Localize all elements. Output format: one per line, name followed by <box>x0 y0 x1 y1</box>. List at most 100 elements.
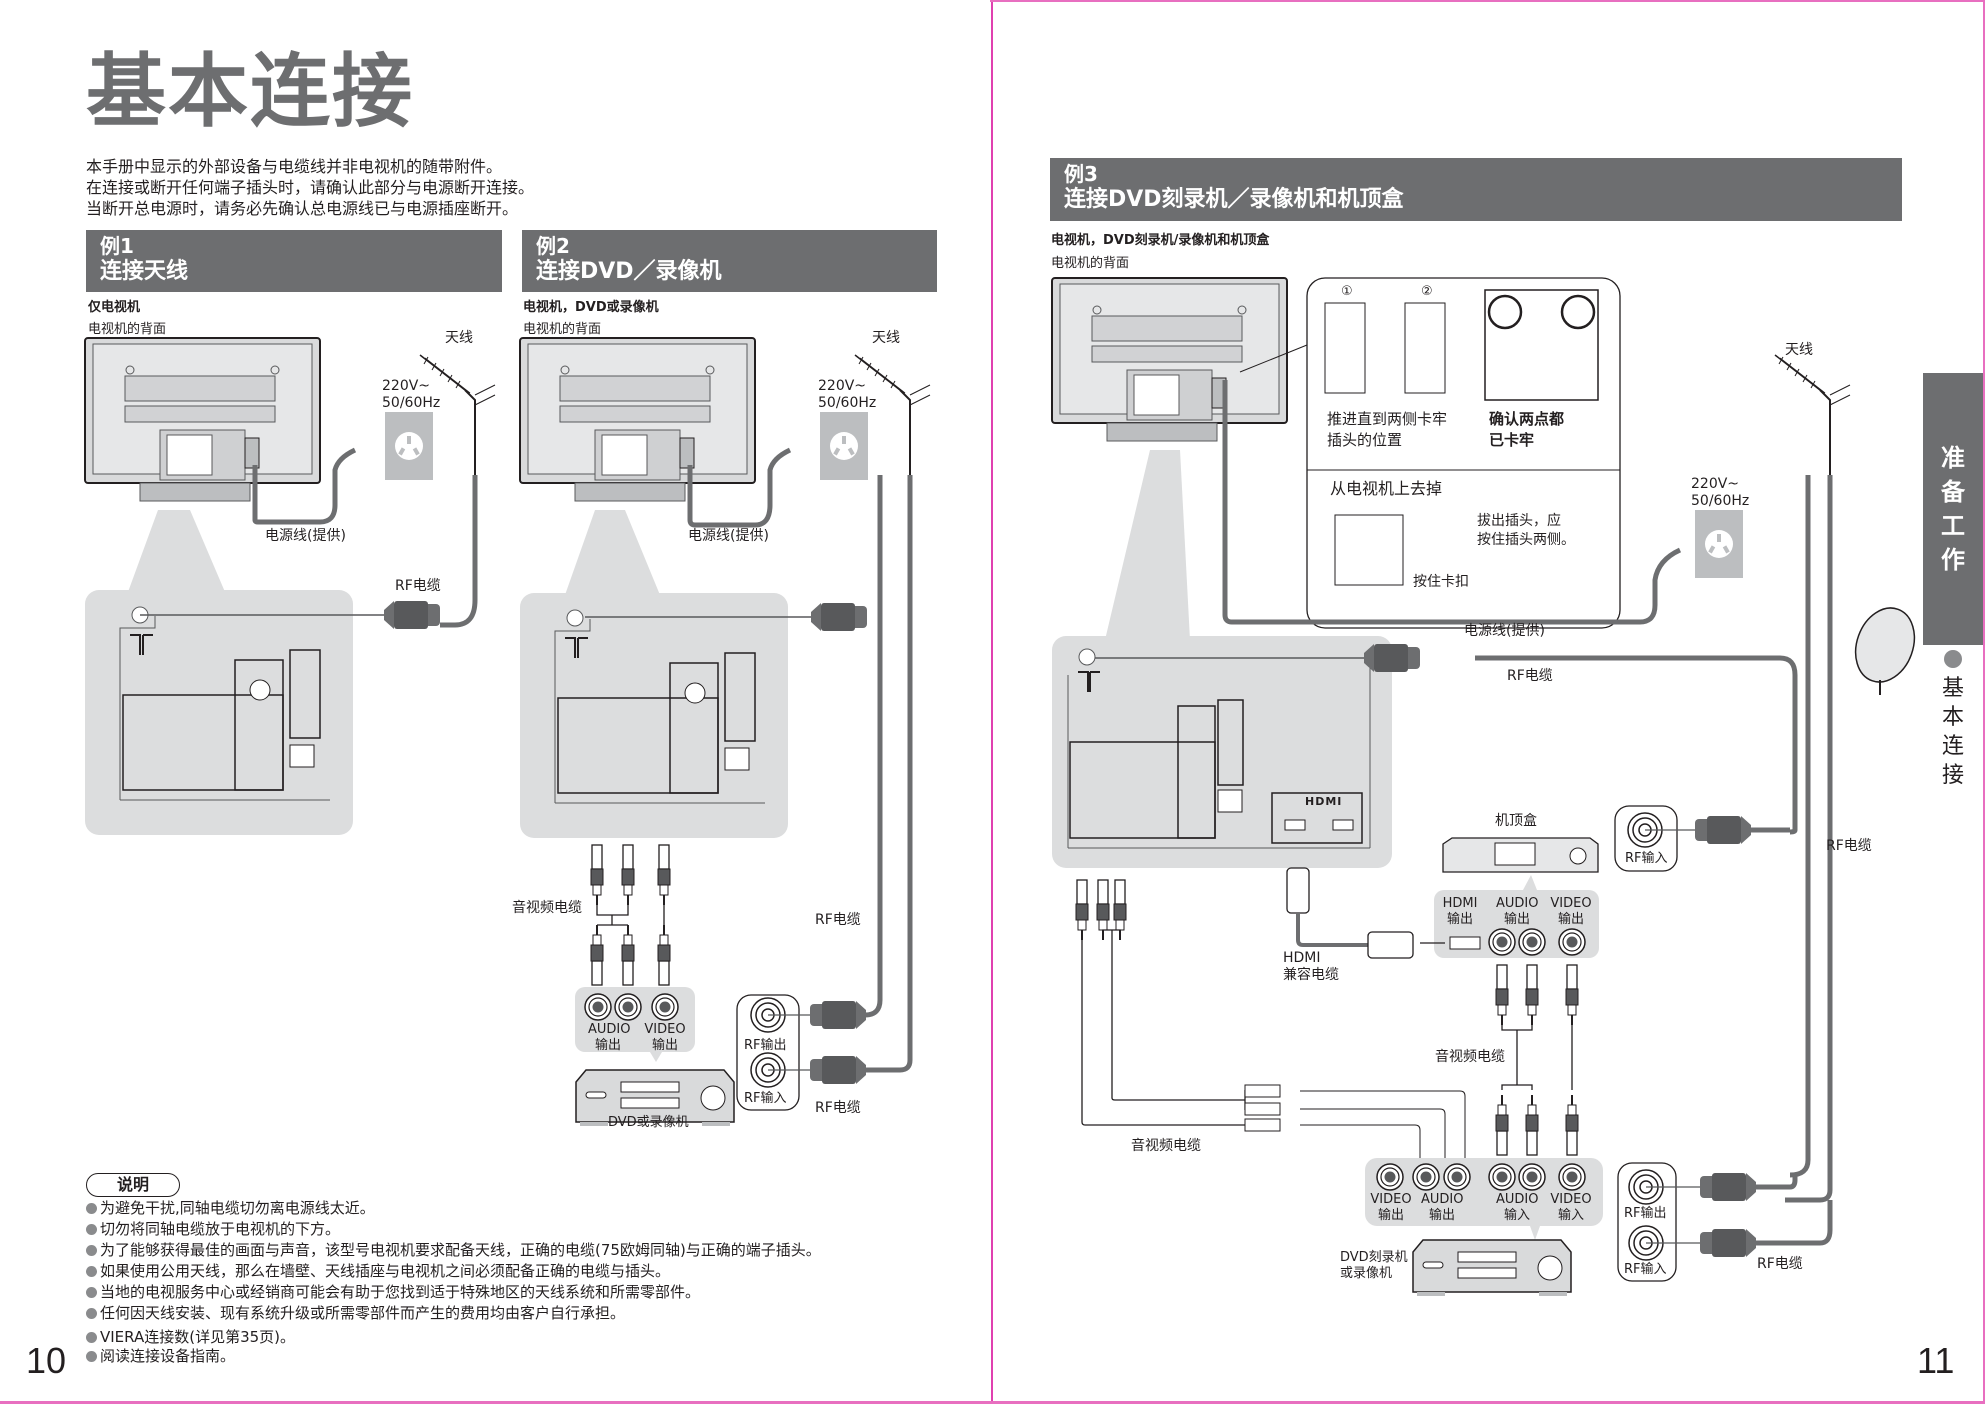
example3-subtitle: 电视机，DVD刻录机/录像机和机顶盒 <box>1051 233 1270 248</box>
inset-confirm-text: 确认两点都 已卡牢 <box>1489 409 1564 451</box>
output-text: 输出 <box>1428 1208 1455 1223</box>
page-gutter-divider <box>991 0 993 1404</box>
video-text: VIDEO <box>1370 1192 1412 1207</box>
output-text: 输出 <box>1503 912 1530 927</box>
note-item: VIERA连接数(详见第35页)。 <box>86 1328 821 1347</box>
example1-tv-back-label: 电视机的背面 <box>88 322 167 337</box>
note-item: 切勿将同轴电缆放于电视机的下方。 <box>86 1219 821 1240</box>
tab-char: 接 <box>1941 763 1964 788</box>
page-top-border <box>990 0 1985 2</box>
text-line: 或录像机 <box>1340 1266 1393 1281</box>
inset-step1: ① <box>1341 284 1353 299</box>
example2-device-label: DVD或录像机 <box>608 1115 689 1130</box>
example2-av-cable-label: 音视频电缆 <box>512 900 582 916</box>
example2-video-out-label: VIDEO 输出 <box>644 1022 686 1054</box>
tab-char: 工 <box>1941 512 1965 540</box>
example1-subtitle: 仅电视机 <box>88 300 141 315</box>
example3-tv-back-label: 电视机的背面 <box>1051 256 1130 271</box>
example2-power-spec: 220V~ 50/60Hz <box>818 378 876 412</box>
dvd-video-in-label: VIDEO 输入 <box>1550 1192 1592 1224</box>
audio-text: AUDIO <box>1496 896 1539 911</box>
stb-label: 机顶盒 <box>1495 813 1537 829</box>
note-text: 阅读连接设备指南。 <box>100 1347 236 1365</box>
input-text: 输入 <box>1503 1208 1530 1223</box>
audio-text: AUDIO <box>1421 1192 1464 1207</box>
note-text: VIERA连接数(详见第35页)。 <box>100 1328 296 1346</box>
output-text: 输出 <box>1557 912 1584 927</box>
stb-audio-out-label: AUDIO 输出 <box>1496 896 1539 928</box>
tab-char: 备 <box>1941 478 1965 506</box>
notes-heading: 说明 <box>86 1173 180 1197</box>
example1-title: 连接天线 <box>100 259 189 284</box>
frequency: 50/60Hz <box>1691 493 1750 509</box>
inset-step2: ② <box>1421 284 1433 299</box>
example1-power-cord-label: 电源线(提供) <box>265 528 346 544</box>
dvd-video-out-label: VIDEO 输出 <box>1370 1192 1412 1224</box>
example1-number: 例1 <box>100 234 134 258</box>
notes-list: 为避免干扰,同轴电缆切勿离电源线太近。 切勿将同轴电缆放于电视机的下方。 为了能… <box>86 1198 821 1366</box>
example2-rf-in-label: RF输入 <box>744 1091 787 1106</box>
example3-device-label: DVD刻录机 或录像机 <box>1340 1250 1408 1282</box>
example2-rf-out-label: RF输出 <box>744 1038 787 1053</box>
voltage: 220V~ <box>818 378 867 394</box>
tab-char: 作 <box>1941 546 1965 574</box>
bullet-icon <box>86 1351 97 1362</box>
output-text: 输出 <box>594 1038 621 1053</box>
page-number-right: 11 <box>1917 1340 1955 1381</box>
bullet-icon <box>86 1308 97 1319</box>
note-item: 阅读连接设备指南。 <box>86 1347 821 1366</box>
example3-title: 连接DVD刻录机／录像机和机顶盒 <box>1064 187 1404 212</box>
example3-rf-cable-label: RF电缆 <box>1507 668 1553 684</box>
example3-power-cord-label: 电源线(提供) <box>1464 623 1545 639</box>
note-text: 如果使用公用天线，那么在墙壁、天线插座与电视机之间必须配备正确的电缆与插头。 <box>100 1262 671 1280</box>
example3-antenna-label: 天线 <box>1785 342 1813 358</box>
output-text: 输出 <box>651 1038 678 1053</box>
text-line: 确认两点都 <box>1489 410 1565 428</box>
tab-char: 基 <box>1941 676 1964 701</box>
example2-title: 连接DVD／录像机 <box>536 259 722 284</box>
text-line: 插头的位置 <box>1327 431 1403 449</box>
current-section-marker: 基 本 连 接 <box>1923 650 1983 790</box>
dvd-rf-out-label: RF输出 <box>1624 1206 1667 1221</box>
tv-hdmi-panel-label: HDMI <box>1305 795 1343 808</box>
text-line: 按住插头两侧。 <box>1477 532 1575 548</box>
bullet-icon <box>86 1224 97 1235</box>
voltage: 220V~ <box>1691 476 1740 492</box>
intro-line: 本手册中显示的外部设备与电缆线并非电视机的随带附件。 <box>86 157 503 176</box>
tv-back-drawing <box>84 337 321 502</box>
bullet-icon <box>86 1287 97 1298</box>
example3-av-cable-label: 音视频电缆 <box>1435 1049 1505 1065</box>
example2-rf-cable-label: RF电缆 <box>815 1100 861 1116</box>
page-title: 基本连接 <box>86 45 414 138</box>
audio-text: AUDIO <box>588 1022 631 1037</box>
intro-line: 在连接或断开任何端子插头时，请确认此部分与电源断开连接。 <box>86 178 535 197</box>
video-text: VIDEO <box>1550 896 1592 911</box>
frequency: 50/60Hz <box>382 395 441 411</box>
bullet-icon <box>86 1245 97 1256</box>
example2-antenna-label: 天线 <box>872 330 900 346</box>
example1-power-spec: 220V~ 50/60Hz <box>382 378 440 412</box>
note-text: 为避免干扰,同轴电缆切勿离电源线太近。 <box>100 1199 375 1217</box>
tab-char: 连 <box>1941 734 1964 759</box>
note-item: 当地的电视服务中心或经销商可能会有助于您找到适于特殊地区的天线系统和所需零部件。 <box>86 1282 821 1303</box>
inset-remove-text: 拔出插头，应 按住插头两侧。 <box>1477 512 1575 550</box>
output-text: 输出 <box>1377 1208 1404 1223</box>
example2-audio-out-label: AUDIO 输出 <box>588 1022 631 1054</box>
video-text: VIDEO <box>1550 1192 1592 1207</box>
stb-video-out-label: VIDEO 输出 <box>1550 896 1592 928</box>
note-text: 切勿将同轴电缆放于电视机的下方。 <box>100 1220 341 1238</box>
text-line: 推进直到两侧卡牢 <box>1327 410 1448 428</box>
bullet-icon <box>86 1266 97 1277</box>
bullet-icon <box>1944 650 1962 668</box>
intro-line: 当断开总电源时，请务必先确认总电源线已与电源插座断开。 <box>86 199 519 218</box>
inset-push-text: 推进直到两侧卡牢 插头的位置 <box>1327 409 1447 451</box>
example3-number: 例3 <box>1064 162 1098 186</box>
text-line: 拔出插头，应 <box>1477 513 1561 529</box>
note-text: 为了能够获得最佳的画面与声音，该型号电视机要求配备天线，正确的电缆(75欧姆同轴… <box>100 1241 821 1259</box>
example2-subtitle: 电视机，DVD或录像机 <box>523 300 659 315</box>
note-item: 为了能够获得最佳的画面与声音，该型号电视机要求配备天线，正确的电缆(75欧姆同轴… <box>86 1240 821 1261</box>
note-item: 如果使用公用天线，那么在墙壁、天线插座与电视机之间必须配备正确的电缆与插头。 <box>86 1261 821 1282</box>
inset-remove-heading: 从电视机上去掉 <box>1330 479 1443 498</box>
example3-rf-cable-label: RF电缆 <box>1826 838 1872 854</box>
